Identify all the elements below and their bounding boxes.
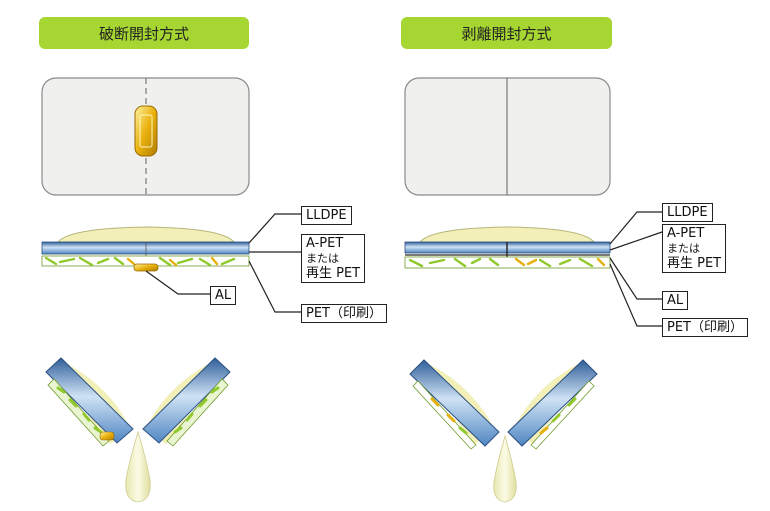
- left-top-view: [41, 77, 250, 196]
- right-open-illustration: [409, 359, 598, 503]
- right-label-al: AL: [662, 291, 689, 310]
- right-label-lldpe: LLDPE: [662, 203, 713, 222]
- left-label-apet-line2: または: [306, 252, 339, 265]
- left-label-apet-line3: 再生 PET: [306, 266, 361, 281]
- left-label-al: AL: [210, 286, 237, 305]
- left-open-illustration: [45, 357, 231, 503]
- left-title: 破断開封方式: [98, 24, 189, 43]
- right-title-badge: 剥離開封方式: [401, 17, 612, 49]
- right-label-pet: PET（印刷）: [662, 318, 748, 337]
- right-label-apet-line1: A-PET: [667, 226, 705, 241]
- left-label-apet: A-PET または 再生 PET: [301, 234, 366, 283]
- right-label-apet-line3: 再生 PET: [667, 256, 722, 271]
- right-title: 剥離開封方式: [461, 24, 552, 43]
- left-label-apet-line1: A-PET: [306, 236, 344, 251]
- left-label-pet: PET（印刷）: [301, 304, 387, 323]
- left-cross-section: [41, 213, 301, 313]
- right-cross-section: [404, 211, 663, 327]
- left-label-lldpe: LLDPE: [301, 206, 352, 225]
- left-title-badge: 破断開封方式: [39, 17, 249, 49]
- right-label-apet: A-PET または 再生 PET: [662, 224, 727, 273]
- right-top-view: [404, 77, 611, 196]
- right-label-apet-line2: または: [667, 242, 700, 255]
- tab-icon: [134, 105, 158, 157]
